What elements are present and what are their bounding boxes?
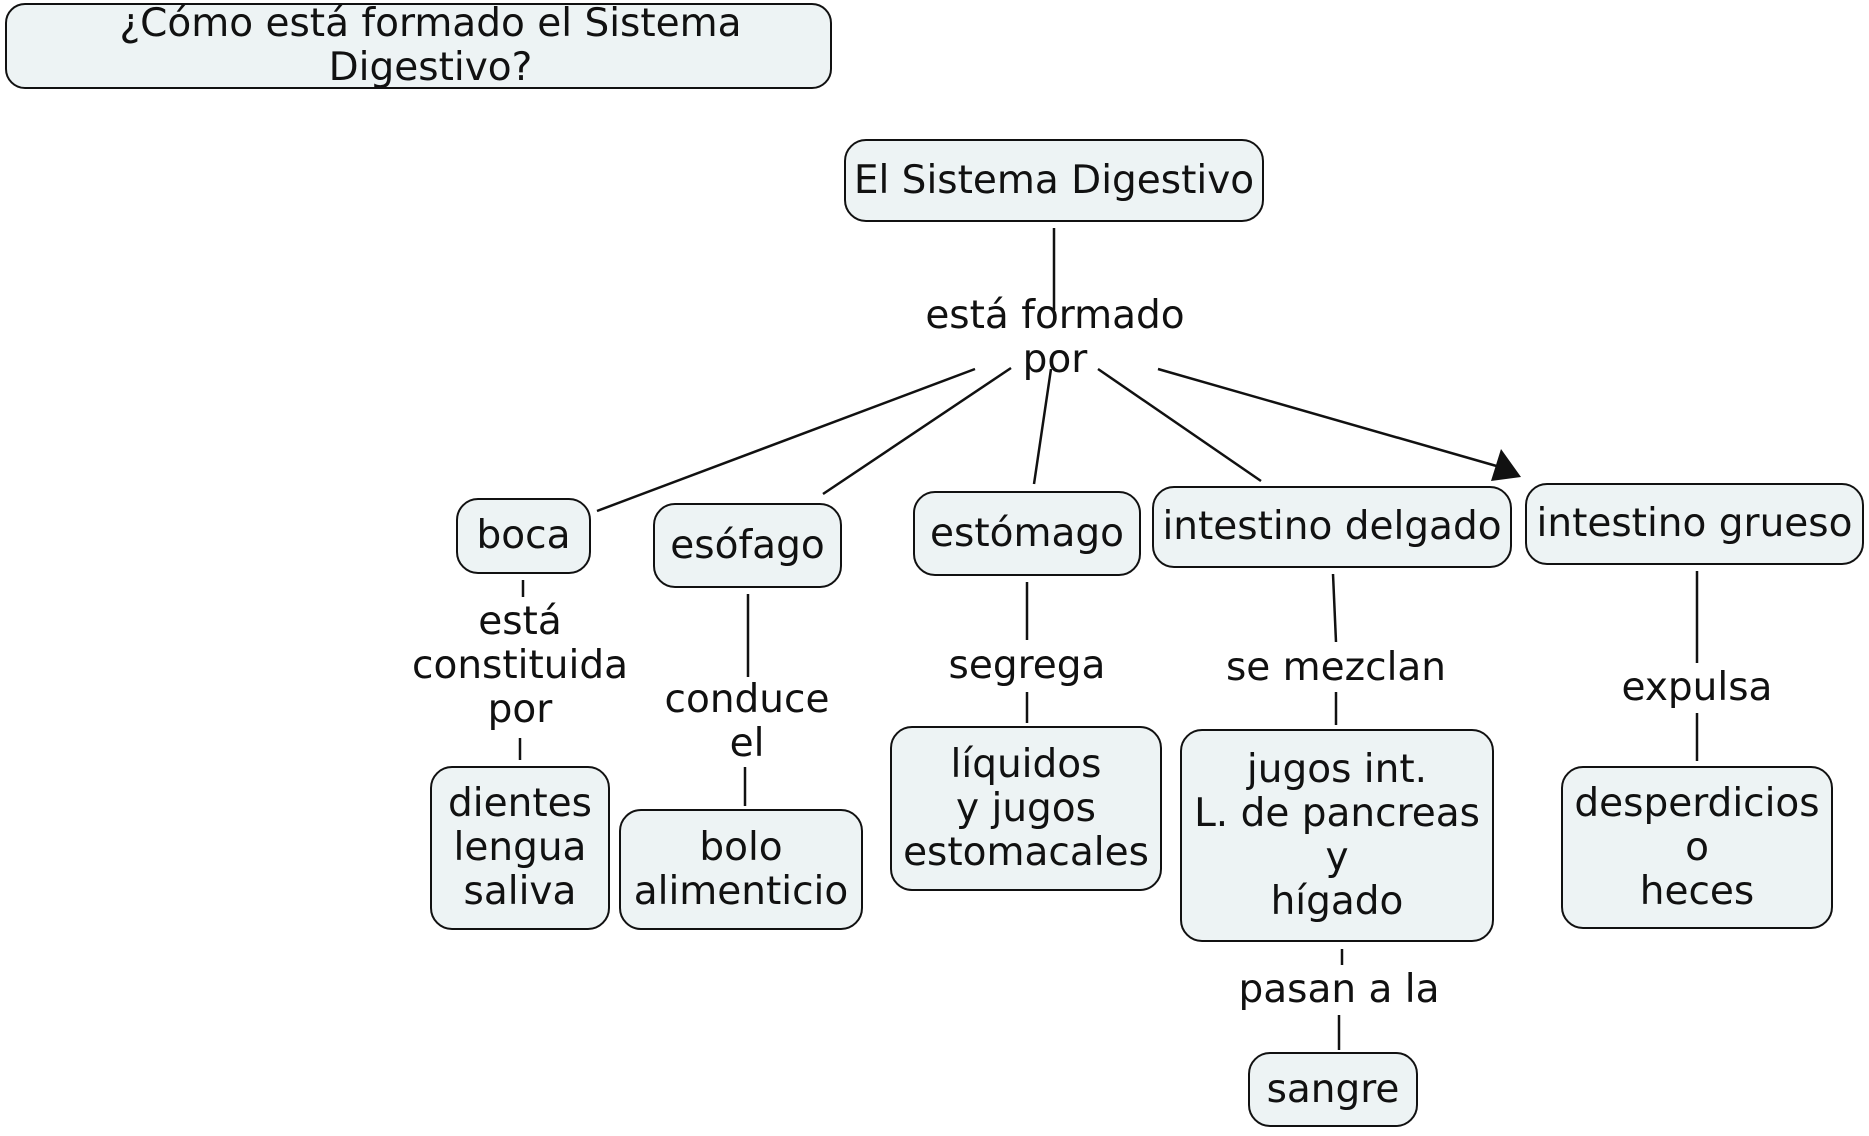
- arrowhead-intestino-grueso: [1491, 449, 1521, 481]
- concept-sangre: sangre: [1248, 1052, 1418, 1127]
- linking-phrase-formado-por: está formado por: [892, 294, 1218, 382]
- linking-phrase-conduce-el: conduce el: [664, 677, 830, 767]
- concept-estomago: estómago: [913, 491, 1141, 576]
- linking-phrase-se-mezclan: se mezclan: [1224, 643, 1448, 692]
- concept-jugos-pancreas-higado: jugos int. L. de pancreas y hígado: [1180, 729, 1494, 942]
- linking-phrase-constituida-por: está constituida por: [412, 599, 628, 733]
- line-intestino-delgado-to-phrase: [1331, 573, 1338, 643]
- line-phrase-to-intestino-delgado: [1097, 367, 1262, 483]
- linking-phrase-expulsa: expulsa: [1612, 664, 1782, 712]
- line-phrase-to-intestino-grueso: [1157, 367, 1501, 469]
- concept-esofago: esófago: [653, 503, 842, 588]
- concept-dientes-lengua-saliva: dientes lengua saliva: [430, 766, 610, 930]
- line-phrase-to-boca: [596, 367, 976, 513]
- concept-bolo-alimenticio: bolo alimenticio: [619, 809, 863, 930]
- line-phrase-to-estomago: [1032, 368, 1053, 485]
- concept-intestino-grueso: intestino grueso: [1525, 483, 1864, 565]
- concept-boca: boca: [456, 498, 591, 574]
- line-phrase-to-esofago: [822, 366, 1012, 496]
- linking-phrase-pasan-a-la: pasan a la: [1236, 965, 1442, 1015]
- concept-intestino-delgado: intestino delgado: [1152, 486, 1512, 568]
- linking-phrase-segrega: segrega: [944, 641, 1110, 691]
- concept-desperdicios-heces: desperdicios o heces: [1561, 766, 1833, 929]
- concept-liquidos-jugos: líquidos y jugos estomacales: [890, 726, 1162, 891]
- concept-sistema-digestivo: El Sistema Digestivo: [844, 139, 1264, 222]
- question-box: ¿Cómo está formado el Sistema Digestivo?: [5, 2, 832, 90]
